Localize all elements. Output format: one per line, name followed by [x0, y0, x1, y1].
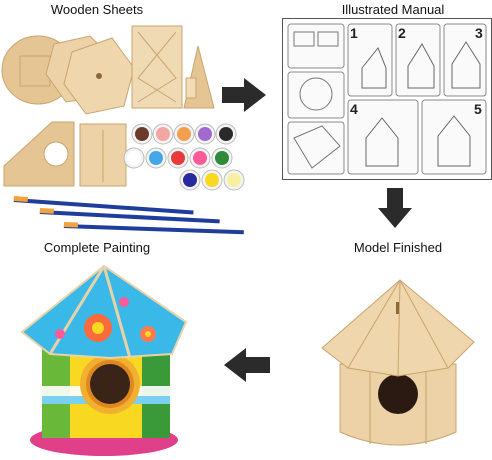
- paint-pot: [194, 123, 216, 145]
- brush: [39, 208, 220, 224]
- paint-pot: [131, 123, 153, 145]
- arrow-left-icon: [224, 348, 270, 382]
- painted-birdhouse-image: [20, 262, 190, 458]
- paint-pot: [167, 147, 189, 169]
- model-finished-title: Model Finished: [353, 240, 443, 255]
- brush: [13, 196, 194, 215]
- brush: [63, 222, 244, 235]
- arrow-right-icon: [222, 78, 266, 112]
- paint-pot: [123, 147, 145, 169]
- complete-painting-title: Complete Painting: [43, 240, 151, 255]
- arrow-down-icon: [378, 188, 412, 228]
- wooden-sheets-image: [0, 18, 245, 238]
- finished-birdhouse-image: [318, 272, 478, 458]
- illustrated-manual-title: Illustrated Manual: [341, 2, 445, 17]
- paint-pot: [189, 147, 211, 169]
- paint-pot: [145, 147, 167, 169]
- illustrated-manual-image: 1 2 3 4 5: [282, 18, 492, 180]
- paint-pot: [201, 169, 223, 191]
- step-number: 1: [350, 25, 358, 41]
- paint-pot: [211, 147, 233, 169]
- paint-pot: [152, 123, 174, 145]
- paint-pot: [223, 169, 245, 191]
- paint-pot: [179, 169, 201, 191]
- paint-pot: [215, 123, 237, 145]
- step-number: 3: [475, 25, 483, 41]
- step-number: 2: [398, 25, 406, 41]
- paint-pot: [173, 123, 195, 145]
- step-number: 5: [474, 101, 482, 117]
- step-number: 4: [350, 101, 358, 117]
- wooden-sheets-title: Wooden Sheets: [50, 2, 144, 17]
